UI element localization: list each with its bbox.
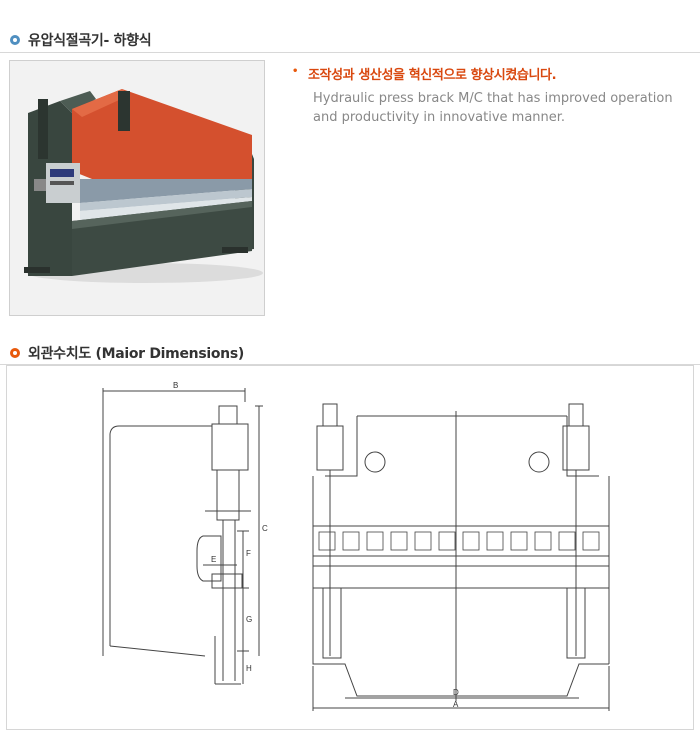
- feature-ko-text: 조작성과 생산성을 혁신적으로 향상시켰습니다.: [308, 68, 557, 83]
- dim-label-e: E: [211, 555, 216, 564]
- dim-label-h: H: [246, 664, 252, 673]
- section-title: 유압식절곡기- 하향식: [28, 33, 152, 49]
- dimension-drawing-frame: B C F G H E D A: [6, 365, 694, 730]
- feature-line-ko: • 조작성과 생산성을 혁신적으로 향상시켰습니다.: [292, 64, 692, 83]
- section-header-product: 유압식절곡기- 하향식: [10, 30, 152, 50]
- dim-label-d: D: [453, 688, 459, 697]
- section-title: 외관수치도 (Maior Dimensions): [28, 346, 244, 362]
- circle-bullet-icon: [10, 35, 20, 45]
- dimension-drawing: B C F G H E D A: [102, 381, 610, 711]
- circle-bullet-icon: [10, 348, 20, 358]
- dim-label-c: C: [262, 524, 268, 533]
- divider: [0, 364, 700, 365]
- feature-en-text: Hydraulic press brack M/C that has impro…: [313, 91, 673, 125]
- dim-label-b: B: [173, 381, 178, 390]
- divider: [0, 52, 700, 53]
- section-header-dimensions: 외관수치도 (Maior Dimensions): [10, 343, 244, 363]
- bullet-dot-icon: •: [292, 66, 298, 77]
- dim-label-g: G: [246, 615, 252, 624]
- dim-label-f: F: [246, 549, 251, 558]
- dim-label-a: A: [453, 700, 459, 709]
- press-brake-photo-icon: [10, 61, 264, 315]
- product-photo-frame: [9, 60, 265, 316]
- product-description: • 조작성과 생산성을 혁신적으로 향상시켰습니다. Hydraulic pre…: [292, 64, 692, 127]
